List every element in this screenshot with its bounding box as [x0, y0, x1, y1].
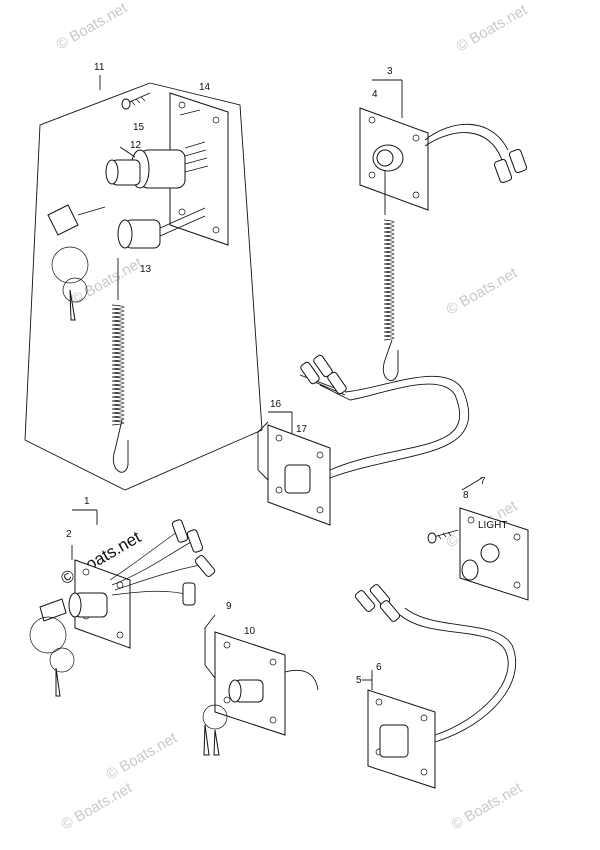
- watermark: © Boats.net: [449, 779, 526, 833]
- callout-9: 9: [226, 601, 232, 612]
- plate-hole: [178, 101, 186, 109]
- rocker-switch-assembly-group: [354, 584, 517, 789]
- watermark: © Boats.net: [104, 729, 181, 783]
- plate-hole: [212, 116, 220, 124]
- remote-control-box-group: [24, 75, 263, 491]
- stop-switch: [117, 207, 206, 249]
- toggle-switch-assembly-group: [257, 354, 470, 526]
- watermark: © Boats.net: [69, 254, 146, 308]
- callout-6: 6: [376, 662, 382, 673]
- callout-10: 10: [244, 626, 256, 637]
- key-icon: [29, 598, 75, 697]
- plate-hole: [212, 226, 220, 234]
- callout-16: 16: [270, 399, 282, 410]
- callout-2: 2: [66, 529, 72, 540]
- light-label: LIGHT: [478, 520, 507, 531]
- key-switch-2-assembly-group: [202, 614, 319, 756]
- callout-7: 7: [480, 476, 486, 487]
- screw-icon: [121, 92, 151, 110]
- leader-line: [179, 109, 201, 116]
- callout-5: 5: [356, 675, 362, 686]
- watermark: © Boats.net: [454, 1, 531, 55]
- callout-14: 14: [199, 82, 211, 93]
- assembly-outline: [24, 82, 263, 491]
- key-switch-assembly-group: [29, 509, 216, 697]
- leader-line: [119, 146, 136, 158]
- callout-1: 1: [84, 496, 90, 507]
- callout-11: 11: [94, 62, 105, 73]
- callout-layer: 11 14 15 12 13 3 4 16 17 7 8 1 2 9 10 5 …: [66, 62, 486, 686]
- callout-4: 4: [372, 89, 378, 100]
- callout-15: 15: [133, 122, 145, 133]
- light-switch-assembly-group: LIGHT: [427, 477, 529, 601]
- key-icon: [47, 204, 106, 321]
- key-icon: [202, 704, 228, 756]
- callout-13: 13: [140, 264, 152, 275]
- callout-12: 12: [130, 140, 142, 151]
- ignition-switch: [105, 141, 209, 189]
- stop-switch-assembly-group: [359, 79, 528, 381]
- callout-3: 3: [387, 66, 393, 77]
- plate-hole: [178, 208, 186, 216]
- callout-17: 17: [296, 424, 308, 435]
- callout-8: 8: [463, 490, 469, 501]
- screw-icon: [427, 529, 459, 544]
- watermark: © Boats.net: [444, 264, 521, 318]
- coil-cord-icon: [111, 258, 129, 473]
- watermark: © Boats.net: [59, 779, 136, 833]
- watermark: © Boats.net: [54, 0, 131, 53]
